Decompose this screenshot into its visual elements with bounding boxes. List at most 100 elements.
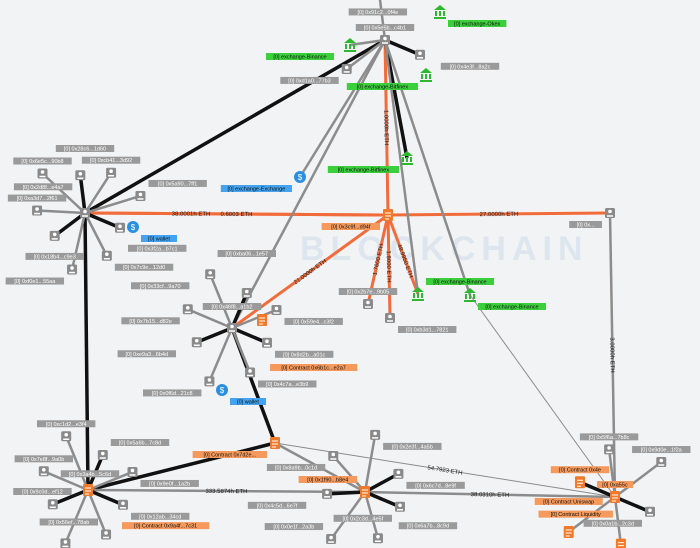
- edge-hub_top-ex_top1[interactable]: [349, 38, 386, 47]
- spoke-node[interactable]: [106, 167, 117, 178]
- edge-ex_binance1-hub_center[interactable]: [386, 214, 420, 295]
- spoke-edge[interactable]: [208, 327, 234, 382]
- spoke-edge[interactable]: [83, 212, 108, 257]
- spoke-node[interactable]: [32, 205, 43, 216]
- spoke-node[interactable]: [101, 250, 112, 261]
- edge-hub_top-hub_left[interactable]: [84, 38, 386, 215]
- node-ex_top3[interactable]: [420, 68, 432, 82]
- edge-hub_top-ex_binance1[interactable]: [383, 39, 420, 295]
- spoke-node[interactable]: [328, 450, 339, 461]
- spoke-node[interactable]: [97, 449, 108, 460]
- spoke-edge[interactable]: [43, 470, 89, 492]
- spoke-edge[interactable]: [65, 435, 90, 491]
- spoke-node[interactable]: [574, 476, 585, 489]
- spoke-node[interactable]: [37, 168, 48, 179]
- node-leaf_c2[interactable]: [385, 313, 395, 323]
- spoke-node[interactable]: [115, 222, 126, 233]
- spoke-node[interactable]: [49, 230, 60, 241]
- spoke-node[interactable]: [604, 444, 615, 455]
- spoke-edge[interactable]: [87, 488, 124, 507]
- spoke-node[interactable]: [101, 529, 112, 540]
- node-hub_midleft_contract[interactable]: [257, 314, 267, 326]
- spoke-edge[interactable]: [384, 38, 421, 57]
- spoke-edge[interactable]: [41, 172, 86, 214]
- spoke-node[interactable]: [656, 457, 667, 468]
- edge-hub_botright-node_right[interactable]: [608, 212, 617, 498]
- spoke-node[interactable]: [204, 376, 215, 387]
- spoke-edge[interactable]: [364, 472, 400, 494]
- spoke-edge[interactable]: [607, 449, 617, 498]
- spoke-node[interactable]: [262, 337, 273, 348]
- node-wallet_b[interactable]: $: [294, 171, 306, 183]
- spoke-node[interactable]: [615, 538, 626, 548]
- spoke-node[interactable]: [127, 466, 138, 477]
- spoke-edge[interactable]: [364, 490, 401, 509]
- spoke-edge[interactable]: [78, 175, 87, 214]
- spoke-node[interactable]: [118, 499, 129, 510]
- spoke-node[interactable]: [395, 501, 406, 512]
- edge-hub_botleft-contract_mid[interactable]: [87, 441, 276, 492]
- node-ex_top1[interactable]: [344, 38, 356, 52]
- spoke-edge[interactable]: [64, 489, 90, 544]
- spoke-edge[interactable]: [83, 172, 113, 214]
- spoke-edge[interactable]: [52, 488, 89, 506]
- node-wallet_a[interactable]: $: [127, 221, 139, 233]
- spoke-edge[interactable]: [53, 211, 87, 238]
- spoke-node[interactable]: [191, 337, 202, 348]
- spoke-node[interactable]: [67, 264, 78, 275]
- spoke-node[interactable]: [60, 538, 71, 548]
- spoke-node[interactable]: [182, 304, 193, 315]
- spoke-node[interactable]: [135, 190, 146, 201]
- spoke-node[interactable]: [326, 534, 337, 545]
- spoke-node[interactable]: [47, 499, 58, 510]
- edge-hub_top-hub_center[interactable]: [383, 39, 390, 216]
- spoke-node[interactable]: [61, 431, 72, 442]
- edge-hub_center-leaf_c2[interactable]: [386, 214, 392, 319]
- spoke-edge[interactable]: [363, 434, 377, 493]
- spoke-node[interactable]: [38, 466, 49, 477]
- node-hub_midleft[interactable]: [227, 323, 237, 333]
- spoke-edge[interactable]: [614, 461, 663, 498]
- spoke-edge[interactable]: [84, 194, 141, 215]
- spoke-edge[interactable]: [345, 39, 386, 70]
- edge-hub_left-hub_botleft[interactable]: [83, 212, 90, 491]
- edge-ex_binance2-hub_botright[interactable]: [469, 294, 616, 498]
- node-leaf_c1[interactable]: [363, 299, 373, 309]
- spoke-edge[interactable]: [196, 326, 233, 344]
- spoke-edge[interactable]: [86, 489, 108, 535]
- node-wallet_c[interactable]: $: [216, 384, 228, 396]
- spoke-edge[interactable]: [70, 212, 87, 270]
- spoke-edge[interactable]: [84, 211, 121, 230]
- spoke-edge[interactable]: [187, 308, 233, 330]
- node-hub_botright[interactable]: [610, 491, 620, 503]
- spoke-edge[interactable]: [614, 495, 651, 514]
- spoke-node[interactable]: [563, 525, 574, 538]
- spoke-node[interactable]: [241, 287, 252, 298]
- edge-hub_botmid-hub_botright[interactable]: [364, 490, 616, 499]
- spoke-edge[interactable]: [230, 327, 252, 373]
- edge-hub_botleft-hub_botmid[interactable]: [87, 488, 366, 494]
- spoke-node[interactable]: [75, 170, 86, 181]
- spoke-edge[interactable]: [579, 480, 616, 499]
- node-hub_center[interactable]: [383, 209, 393, 221]
- node-contract_mid[interactable]: [270, 437, 280, 449]
- spoke-node[interactable]: [370, 429, 381, 440]
- spoke-edge[interactable]: [230, 292, 249, 329]
- node-node_right[interactable]: [605, 208, 615, 218]
- spoke-node[interactable]: [393, 468, 404, 479]
- spoke-node[interactable]: [205, 269, 216, 280]
- node-ex_top2[interactable]: [434, 5, 446, 19]
- node-ex_top4[interactable]: [401, 151, 413, 165]
- spoke-node[interactable]: [341, 63, 352, 74]
- node-ex_binance1[interactable]: [412, 287, 424, 301]
- spoke-node[interactable]: [322, 488, 333, 499]
- node-hub_botleft[interactable]: [83, 484, 93, 496]
- spoke-edge[interactable]: [326, 490, 366, 496]
- edge-hub_top-ex_binance2[interactable]: [383, 39, 472, 296]
- edge-hub_top-wallet_b[interactable]: [298, 39, 387, 178]
- node-hub_top[interactable]: [380, 35, 390, 45]
- edge-hub_left-hub_center[interactable]: [84, 211, 389, 217]
- spoke-node[interactable]: [372, 533, 383, 544]
- spoke-edge[interactable]: [36, 209, 86, 215]
